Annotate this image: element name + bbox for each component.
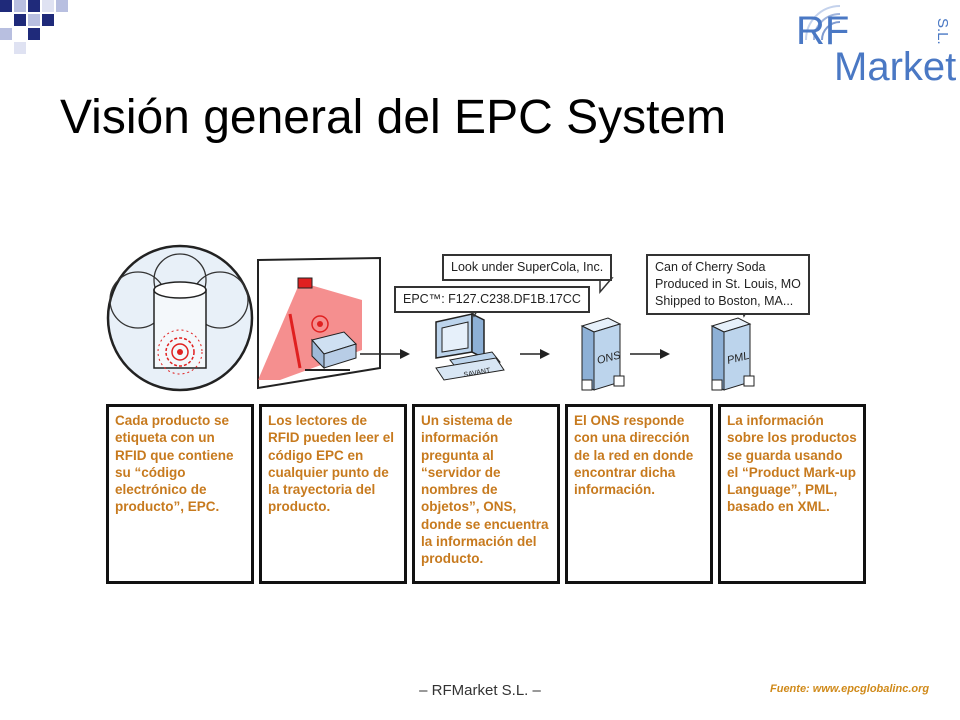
logo-text-market: Market: [834, 45, 956, 86]
product-info-bubble: Can of Cherry Soda Produced in St. Louis…: [646, 254, 810, 315]
step-text: Un sistema de información pregunta al “s…: [421, 413, 549, 567]
product-info-line: Produced in St. Louis, MO: [655, 276, 801, 291]
step-box-ons: El ONS responde con una dirección de la …: [565, 404, 713, 584]
step-text: Cada producto se etiqueta con un RFID qu…: [115, 413, 234, 515]
step-text: Los lectores de RFID pueden leer el códi…: [268, 413, 395, 515]
step-box-pml: La información sobre los productos se gu…: [718, 404, 866, 584]
epc-code-text: EPC™: F127.C238.DF1B.17CC: [403, 292, 581, 306]
step-text: La información sobre los productos se gu…: [727, 413, 857, 515]
pml-server-illustration: PML: [710, 317, 755, 391]
ons-server-label: ONS: [596, 349, 623, 367]
ons-query-text: Look under SuperCola, Inc.: [451, 260, 604, 274]
ons-query-bubble: Look under SuperCola, Inc.: [442, 254, 613, 281]
epc-code-bubble: EPC™: F127.C238.DF1B.17CC: [394, 286, 590, 313]
rfid-reader-illustration: [257, 256, 381, 390]
rfmarket-logo: RF Market S.L.: [796, 5, 956, 86]
source-credit: Fuente: www.epcglobalinc.org: [770, 683, 930, 695]
slide-footer: – RFMarket S.L. –: [419, 682, 541, 699]
product-info-line: Shipped to Boston, MA...: [655, 293, 794, 308]
ons-server-illustration: ONS: [580, 317, 625, 391]
step-box-tagging: Cada producto se etiqueta con un RFID qu…: [106, 404, 254, 584]
corner-decoration: [0, 0, 80, 60]
pml-server-label: PML: [726, 350, 751, 367]
logo-text-rf: RF: [796, 9, 849, 53]
logo-text-sl: S.L.: [934, 18, 951, 45]
epc-flow-diagram: SAVANT ONS PML: [106, 244, 755, 392]
flow-arrows: [360, 349, 670, 359]
computer-label: SAVANT: [463, 367, 491, 379]
product-info-line: Can of Cherry Soda: [655, 260, 766, 274]
step-text: El ONS responde con una dirección de la …: [574, 413, 694, 498]
step-box-reading: Los lectores de RFID pueden leer el códi…: [259, 404, 407, 584]
step-box-query: Un sistema de información pregunta al “s…: [412, 404, 560, 584]
product-shelf-illustration: [106, 244, 254, 392]
computer-illustration: SAVANT: [435, 312, 505, 381]
slide-title: Visión general del EPC System: [60, 91, 727, 144]
